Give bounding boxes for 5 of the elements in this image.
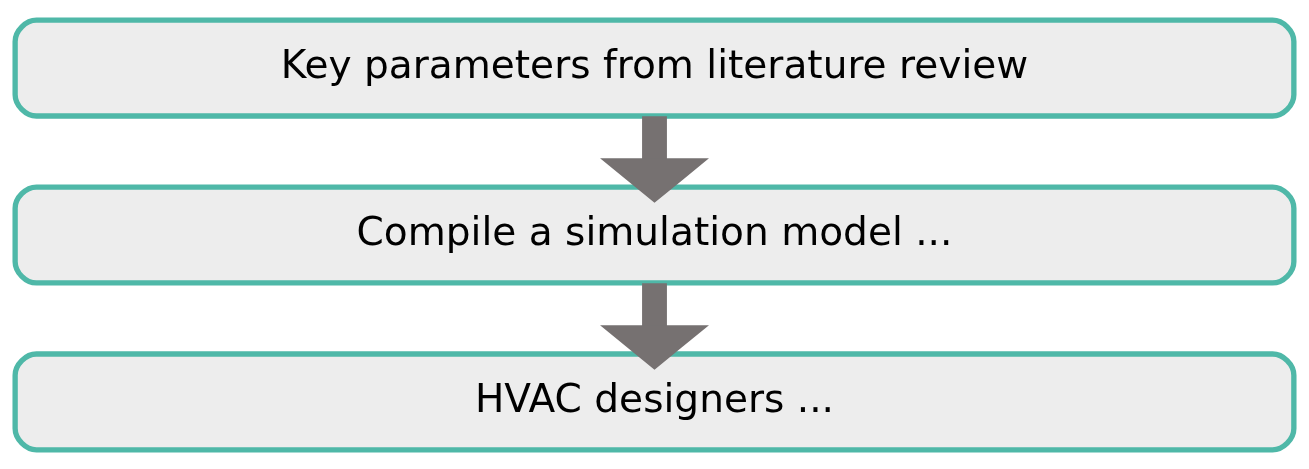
node-box: Compile a simulation model ... xyxy=(12,183,1297,286)
arrow xyxy=(600,282,709,370)
node-box: Key parameters from literature review xyxy=(12,16,1297,119)
node-box: HVAC designers ... xyxy=(12,350,1297,453)
arrow xyxy=(600,115,709,203)
